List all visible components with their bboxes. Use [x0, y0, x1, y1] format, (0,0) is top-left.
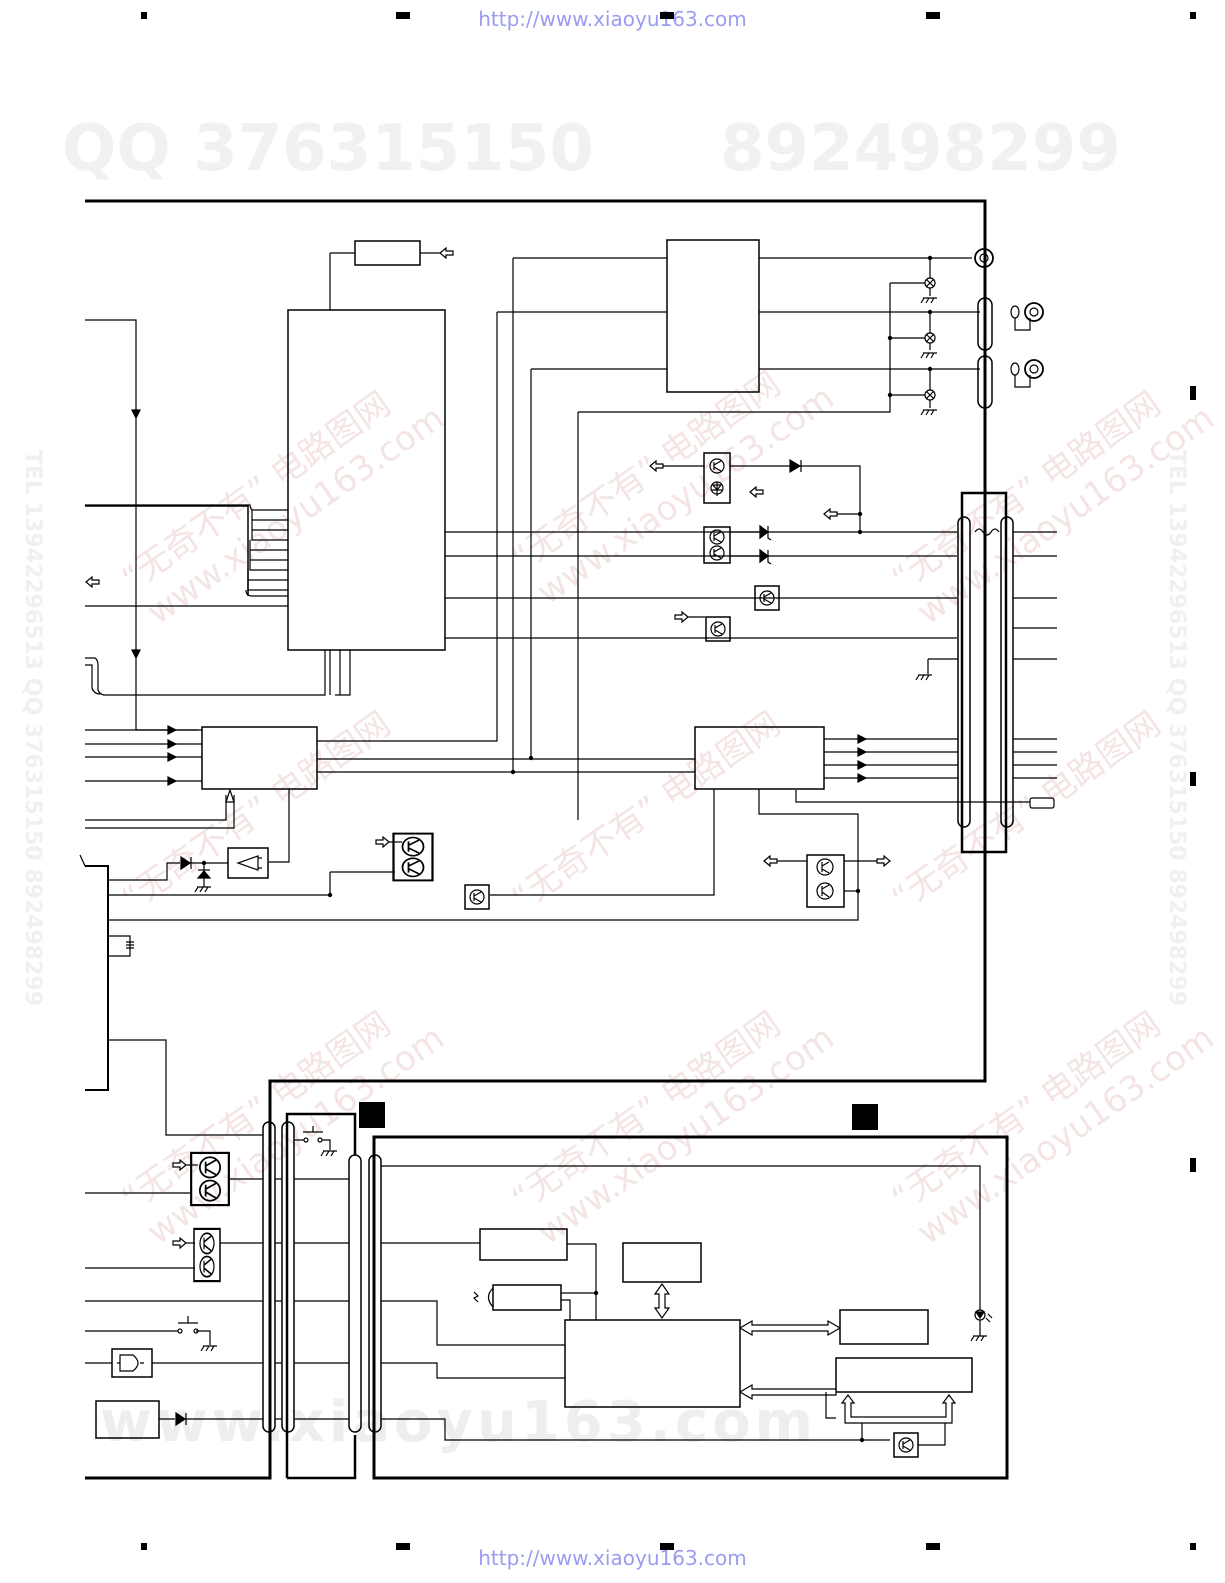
section-marker — [359, 1102, 385, 1128]
coax-jack-icon — [1010, 302, 1044, 331]
connector-icon — [977, 297, 993, 351]
small-block-top — [354, 240, 421, 266]
bidirectional-arrow-icon — [653, 1282, 957, 1424]
front-panel-board — [372, 1135, 1009, 1480]
diode-icon — [180, 855, 192, 871]
memory-block — [622, 1242, 702, 1283]
diode-icon — [175, 1411, 187, 1427]
interface-block — [201, 726, 318, 790]
display-driver-block — [479, 1228, 568, 1261]
remote-receiver — [492, 1284, 562, 1311]
connector-icon — [977, 355, 993, 409]
diode-icon — [789, 458, 802, 474]
main-cpu-block — [287, 309, 446, 651]
watermark-tel-right: TEL 13942296513 QQ 376315150 892498299 — [1164, 450, 1189, 1007]
transistor-icon — [806, 854, 845, 908]
watermark-number: 892498299 — [720, 112, 1121, 186]
processing-block — [694, 726, 825, 790]
power-block — [95, 1400, 160, 1439]
display-block — [839, 1309, 929, 1345]
section-marker — [852, 1104, 878, 1130]
switch-icon — [294, 1126, 331, 1150]
switch-icon — [85, 1316, 211, 1345]
led-icon — [974, 1309, 993, 1323]
main-connector — [960, 491, 1008, 854]
connector-icon — [1029, 797, 1055, 809]
zener-icon — [759, 548, 772, 565]
coax-jack-icon — [1010, 359, 1044, 388]
header-url[interactable]: http://www.xiaoyu163.com — [478, 7, 747, 31]
front-microcontroller — [564, 1319, 741, 1408]
fl-display-block — [835, 1357, 973, 1393]
fuse-icon — [974, 528, 1000, 536]
footer-url[interactable]: http://www.xiaoyu163.com — [478, 1546, 747, 1570]
zener-icon — [196, 869, 212, 879]
video-block — [666, 239, 760, 393]
zener-icon — [759, 524, 772, 541]
watermark-www: www.xiaoyu163.com — [100, 1390, 818, 1455]
amplifier-icon — [227, 847, 269, 879]
crystal-icon — [108, 935, 134, 957]
watermark-tel-left: TEL 13942296513 QQ 376315150 892498299 — [20, 450, 45, 1007]
watermark-qq: QQ 376315150 — [62, 112, 594, 186]
registration-marks — [141, 12, 1196, 1550]
main-board-outline — [85, 199, 987, 1480]
